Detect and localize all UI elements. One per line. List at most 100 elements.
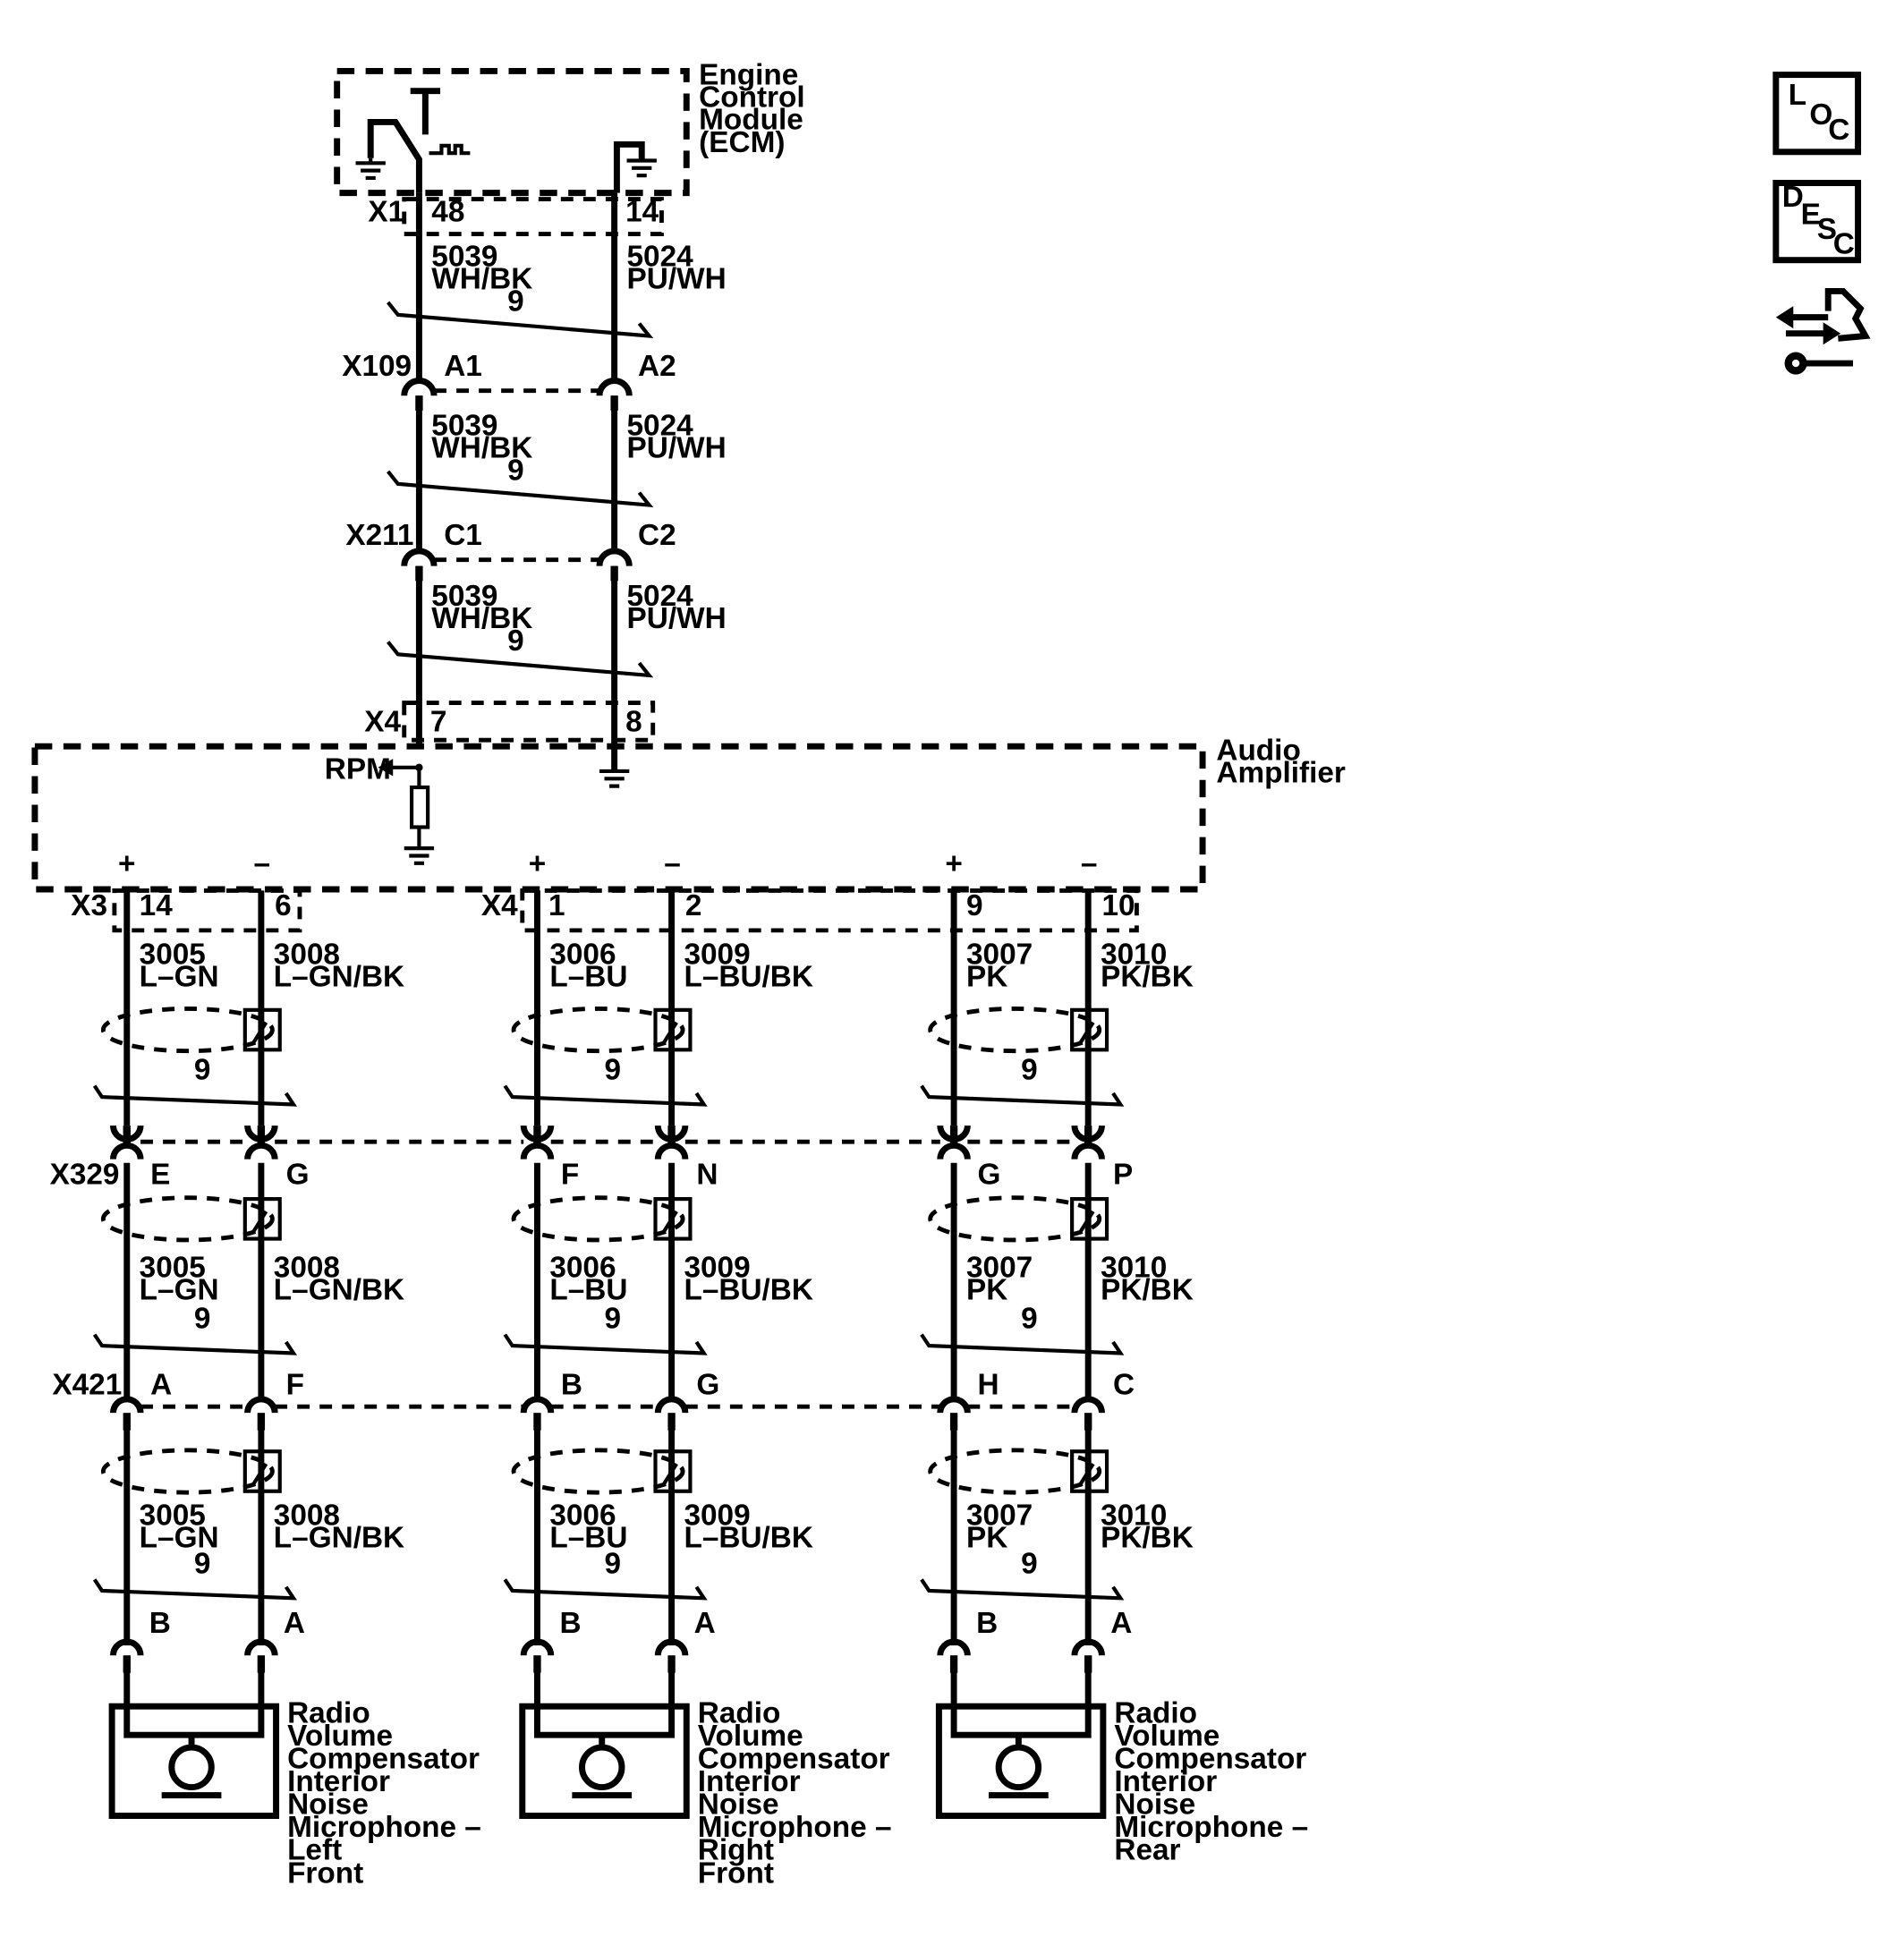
microphone-label-line: Volume (287, 1720, 393, 1753)
pin-label: A (694, 1607, 716, 1640)
amplifier-label: Audio Amplifier (1216, 734, 1346, 789)
microphone-label: RadioVolumeCompensatorInteriorNoiseMicro… (1114, 1696, 1308, 1866)
loc-icon[interactable]: L O C (1772, 72, 1862, 156)
svg-text:WH/BK: WH/BK (431, 263, 532, 296)
microphone-label-line: Microphone – (698, 1811, 892, 1844)
microphone-body (108, 1703, 280, 1819)
microphone-label-line: Radio (287, 1696, 370, 1729)
svg-text:5024: 5024 (627, 241, 694, 274)
microphone-label-line: Radio (1114, 1696, 1197, 1729)
wire-circuit-label: 3010 (1101, 1499, 1167, 1532)
svg-text:Amplifier: Amplifier (1216, 756, 1346, 789)
wire-labels-ecm: 5039 WH/BK 5024 PU/WH 9 (387, 241, 727, 338)
twist-count-label: 9 (194, 1303, 211, 1336)
pin-label: B (561, 1368, 582, 1401)
connector-x1: X1 48 14 (368, 196, 664, 236)
microphone-label-line: Rear (1114, 1834, 1180, 1867)
svg-text:14: 14 (140, 889, 174, 922)
svg-text:PU/WH: PU/WH (627, 263, 727, 296)
wire-circuit-label: 3006 (549, 938, 616, 971)
wire-color-label: L–BU (549, 1274, 627, 1307)
wire-color-label: L–GN/BK (274, 1521, 404, 1554)
microphone-label-line: Radio (698, 1696, 781, 1729)
microphone-icon (168, 1744, 215, 1791)
microphone-label-line: Interior (1114, 1765, 1217, 1798)
wire-color-label: L–GN (140, 1521, 219, 1554)
twist-count-label: 9 (194, 1547, 211, 1580)
microphone-label-line: Volume (698, 1720, 803, 1753)
connector-x1-name: X1 (368, 196, 404, 229)
svg-text:PU/WH: PU/WH (627, 432, 727, 465)
wire-labels-amp: 5039 WH/BK 5024 PU/WH 9 (387, 580, 727, 678)
svg-text:8: 8 (625, 705, 642, 738)
pin-label: F (561, 1158, 579, 1191)
microphone-label-line: Volume (1114, 1720, 1220, 1753)
microphone-body (519, 1703, 690, 1819)
pin-label: B (559, 1607, 581, 1640)
microphone-label-line: Right (698, 1834, 774, 1867)
svg-text:+: + (529, 847, 546, 880)
wire-circuit-label: 3010 (1101, 1252, 1167, 1285)
pin-label: G (286, 1158, 310, 1191)
mic-channel-left-front: 3005L–GN3008L–GN/BK3005L–GN3008L–GN/BK30… (92, 890, 481, 1890)
microphone-icon (579, 1744, 625, 1791)
microphone-label-line: Front (698, 1856, 774, 1890)
microphone-label-line: Front (287, 1856, 363, 1890)
wire-color-label: L–BU/BK (684, 1521, 813, 1554)
svg-text:X109: X109 (342, 350, 412, 383)
pin-label: A (150, 1368, 172, 1401)
microphone-label-line: Compensator (698, 1742, 890, 1775)
svg-text:Engine: Engine (699, 59, 798, 92)
wire-circuit-label: 3005 (140, 1252, 206, 1285)
microphone-label-line: Noise (1114, 1788, 1195, 1822)
svg-text:A1: A1 (444, 350, 482, 383)
wire-color-label: L–GN (140, 1274, 219, 1307)
wire-circuit-label: 3009 (684, 1252, 750, 1285)
desc-icon[interactable]: D E S C (1772, 180, 1862, 264)
pin-label: A (284, 1607, 305, 1640)
wire-circuit-label: 3009 (684, 1499, 750, 1532)
microphone-body (935, 1703, 1107, 1819)
svg-text:9: 9 (507, 455, 524, 488)
wire-color-label: L–BU/BK (684, 1274, 813, 1307)
pin-label: G (696, 1368, 719, 1401)
svg-text:D: D (1782, 181, 1804, 214)
wire-color-label: PK (966, 1521, 1007, 1554)
pin-label: H (977, 1368, 999, 1401)
svg-text:–: – (1081, 847, 1098, 880)
wire-color-label: L–GN/BK (274, 1274, 404, 1307)
svg-text:5024: 5024 (627, 410, 694, 443)
wire-color-label: L–GN (140, 960, 219, 993)
connector-x4-input: X4 7 8 (364, 701, 656, 743)
pin-label: G (977, 1158, 1000, 1191)
svg-text:9: 9 (507, 624, 524, 658)
connector-repair-icon[interactable] (1775, 287, 1871, 375)
svg-text:A2: A2 (638, 350, 676, 383)
twist-count-label: 9 (194, 1054, 211, 1087)
wire-color-label: L–GN/BK (274, 960, 404, 993)
svg-text:5039: 5039 (431, 580, 497, 613)
svg-text:C2: C2 (638, 519, 676, 552)
ecm-module: Engine Control Module (ECM) (334, 59, 805, 197)
wire-color-label: L–BU (549, 1521, 627, 1554)
audio-amplifier: Audio Amplifier RPM + – + – + – (31, 734, 1346, 893)
top-wires (415, 192, 618, 771)
wire-circuit-label: 3006 (549, 1499, 616, 1532)
svg-text:C: C (1833, 228, 1855, 261)
microphone-circuits: 3005L–GN3008L–GN/BK3005L–GN3008L–GN/BK30… (92, 890, 1308, 1890)
pin-label: 14 (625, 196, 659, 229)
rpm-label: RPM (325, 752, 391, 786)
pin-label: F (286, 1368, 304, 1401)
pin-label: N (696, 1158, 718, 1191)
svg-text:+: + (118, 847, 135, 880)
svg-text:O: O (1809, 98, 1832, 132)
wire-color-label: PK (966, 960, 1007, 993)
wire-labels-mid: 5039 WH/BK 5024 PU/WH 9 (387, 410, 727, 508)
microphone-label: RadioVolumeCompensatorInteriorNoiseMicro… (287, 1696, 481, 1890)
wire-circuit-label: 3008 (274, 1252, 340, 1285)
svg-text:5039: 5039 (431, 410, 497, 443)
svg-text:7: 7 (430, 705, 447, 738)
svg-text:X4: X4 (364, 705, 401, 738)
connector-x4-output: X4 1 2 9 10 (481, 888, 1139, 933)
